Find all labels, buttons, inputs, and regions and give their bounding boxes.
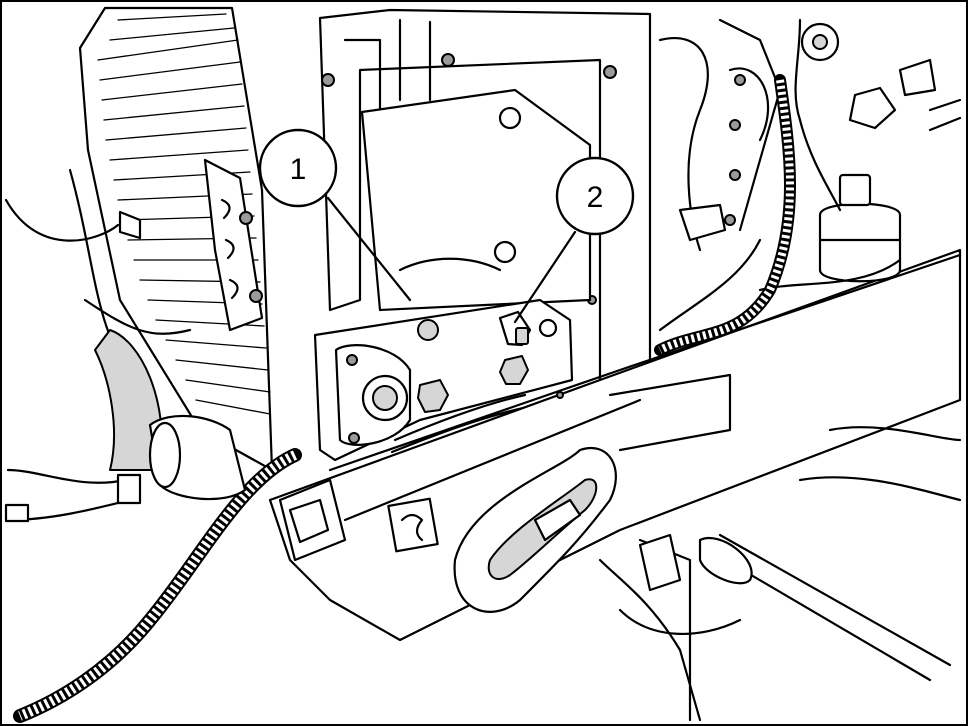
mast-frame xyxy=(318,8,652,382)
tow-handle xyxy=(453,447,617,613)
fan-shroud xyxy=(4,168,192,471)
callout-2-circle xyxy=(555,156,635,236)
grease-fitting xyxy=(498,310,532,347)
callout-1-circle xyxy=(258,128,338,208)
callout-2-label: 2 xyxy=(587,181,604,214)
callout-2: 2 xyxy=(513,156,635,324)
callout-1-label: 1 xyxy=(290,153,307,186)
callout-1: 1 xyxy=(258,128,412,302)
cross-member xyxy=(268,248,962,642)
radiator-core xyxy=(78,6,274,472)
wire-harness xyxy=(4,74,796,723)
